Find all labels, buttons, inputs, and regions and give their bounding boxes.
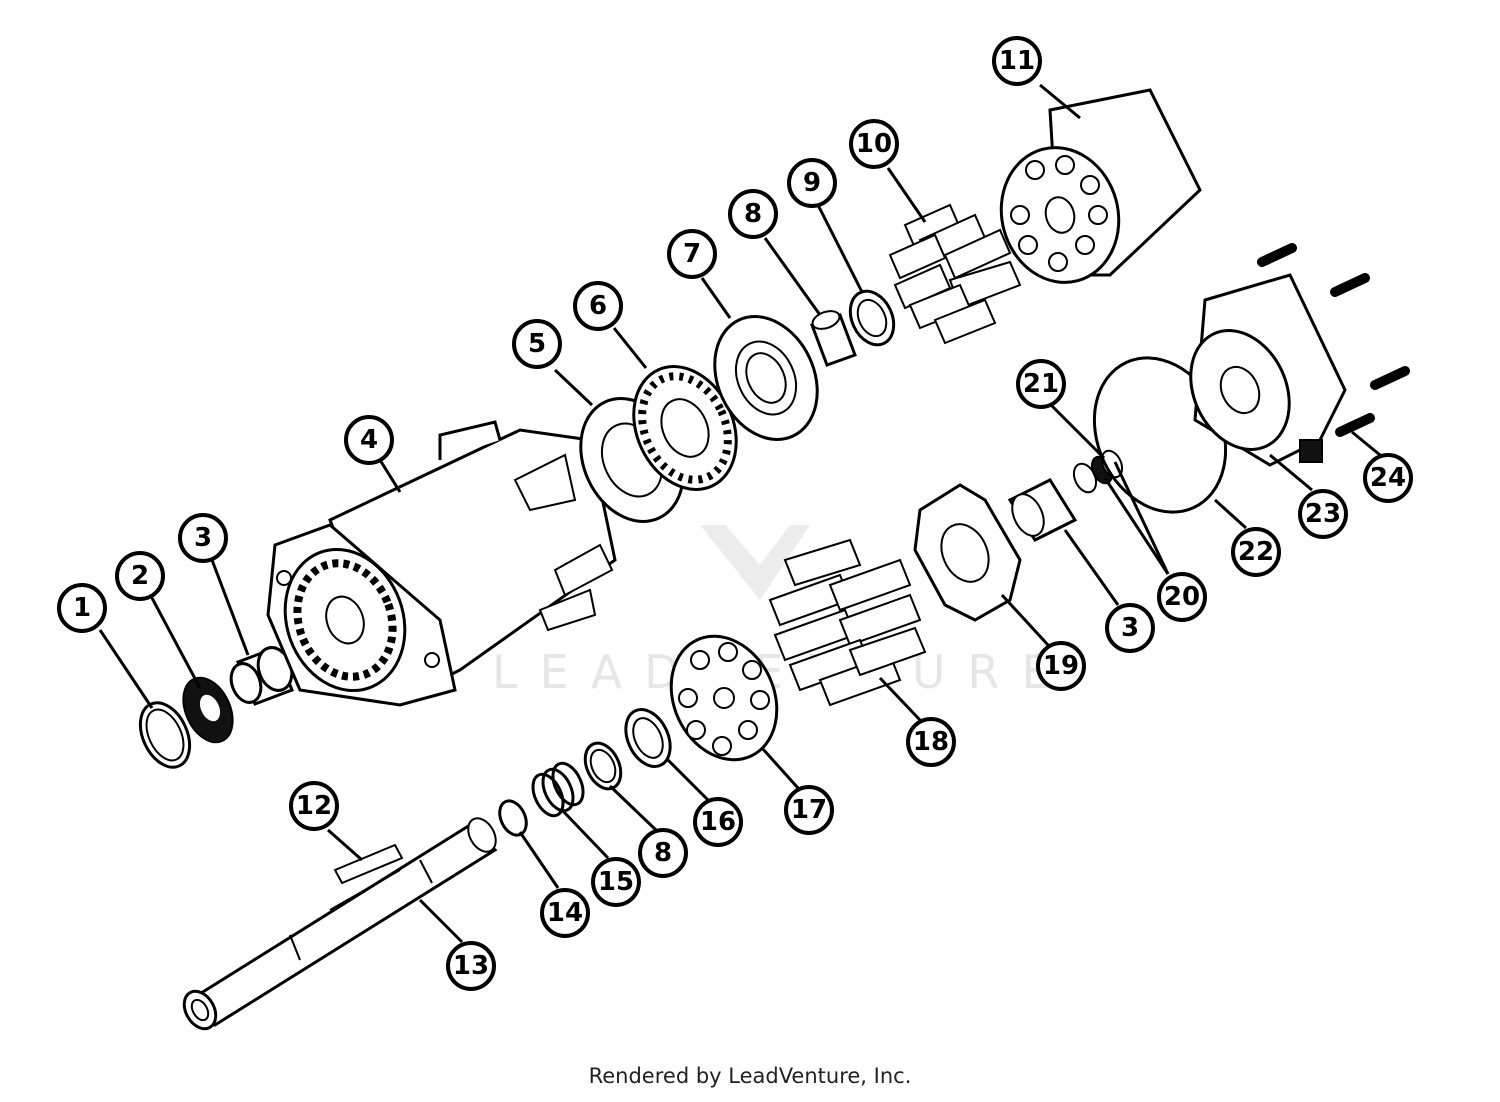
callout-3-front: 3 (178, 513, 228, 563)
callout-13: 13 (446, 941, 496, 991)
callout-20: 20 (1157, 572, 1207, 622)
part-retainer-plate (669, 634, 779, 762)
part-spring (531, 761, 585, 818)
part-needle-bearing-rear (1007, 478, 1078, 542)
callout-10: 10 (849, 119, 899, 169)
part-key (333, 843, 404, 885)
callout-4-label: 4 (360, 425, 378, 455)
part-valve-plate (913, 483, 1022, 622)
callout-19-label: 19 (1043, 651, 1079, 681)
callout-1: 1 (57, 583, 107, 633)
callout-23: 23 (1298, 489, 1348, 539)
callout-6: 6 (573, 281, 623, 331)
callout-7-label: 7 (683, 239, 701, 269)
callout-5-label: 5 (528, 329, 546, 359)
callout-9: 9 (787, 158, 837, 208)
part-needle-bearing-front (229, 646, 294, 706)
callout-2-label: 2 (131, 561, 149, 591)
callout-6-label: 6 (589, 291, 607, 321)
callout-22: 22 (1231, 527, 1281, 577)
part-pistons-lower (768, 538, 927, 707)
callout-15-label: 15 (598, 867, 634, 897)
part-washers (1072, 449, 1124, 494)
watermark: LEADVENTURE (492, 525, 1051, 699)
part-seal (182, 676, 234, 744)
callout-21-label: 21 (1023, 369, 1059, 399)
callout-17-label: 17 (791, 795, 827, 825)
callout-16: 16 (693, 797, 743, 847)
callout-12: 12 (289, 781, 339, 831)
callout-15: 15 (591, 857, 641, 907)
callout-19: 19 (1036, 641, 1086, 691)
callout-11-label: 11 (999, 46, 1035, 76)
part-cylinder-block (999, 88, 1202, 284)
callout-8-upper-label: 8 (744, 199, 762, 229)
callout-3-front-label: 3 (194, 523, 212, 553)
callout-13-label: 13 (453, 951, 489, 981)
callout-7: 7 (667, 229, 717, 279)
callout-9-label: 9 (803, 168, 821, 198)
callout-4: 4 (344, 415, 394, 465)
callout-20-label: 20 (1164, 582, 1200, 612)
part-bushing (848, 289, 896, 347)
footer-credit: Rendered by LeadVenture, Inc. (588, 1064, 912, 1088)
part-shaft-snap-ring (498, 799, 528, 837)
part-thrust-bearing (632, 365, 738, 491)
callout-18-label: 18 (913, 727, 949, 757)
callout-24-label: 24 (1370, 463, 1406, 493)
part-end-cap (1189, 273, 1347, 467)
callout-12-label: 12 (296, 791, 332, 821)
callout-3-rear-label: 3 (1121, 613, 1139, 643)
callout-2: 2 (115, 551, 165, 601)
callout-17: 17 (784, 785, 834, 835)
callout-5: 5 (512, 319, 562, 369)
part-swash-plate (713, 315, 819, 441)
callout-14: 14 (540, 888, 590, 938)
part-housing (266, 420, 617, 707)
part-pivot-bushing (624, 708, 672, 768)
callout-10-label: 10 (856, 129, 892, 159)
callout-24: 24 (1363, 453, 1413, 503)
callout-8-lower-label: 8 (654, 838, 672, 868)
part-washer-lower (583, 741, 623, 791)
callout-8-lower: 8 (638, 828, 688, 878)
callout-3-rear: 3 (1105, 603, 1155, 653)
callout-22-label: 22 (1238, 537, 1274, 567)
leader-lines (98, 83, 1381, 944)
callout-1-label: 1 (73, 593, 91, 623)
callout-18: 18 (906, 717, 956, 767)
part-shaft (182, 817, 498, 1031)
callout-21: 21 (1016, 359, 1066, 409)
part-pistons-upper (888, 203, 1022, 345)
callout-14-label: 14 (547, 898, 583, 928)
callout-8-upper: 8 (728, 189, 778, 239)
part-bushing-upper (810, 310, 857, 367)
part-bolts (1257, 243, 1410, 437)
callout-23-label: 23 (1305, 499, 1341, 529)
callout-11: 11 (992, 36, 1042, 86)
callout-16-label: 16 (700, 807, 736, 837)
